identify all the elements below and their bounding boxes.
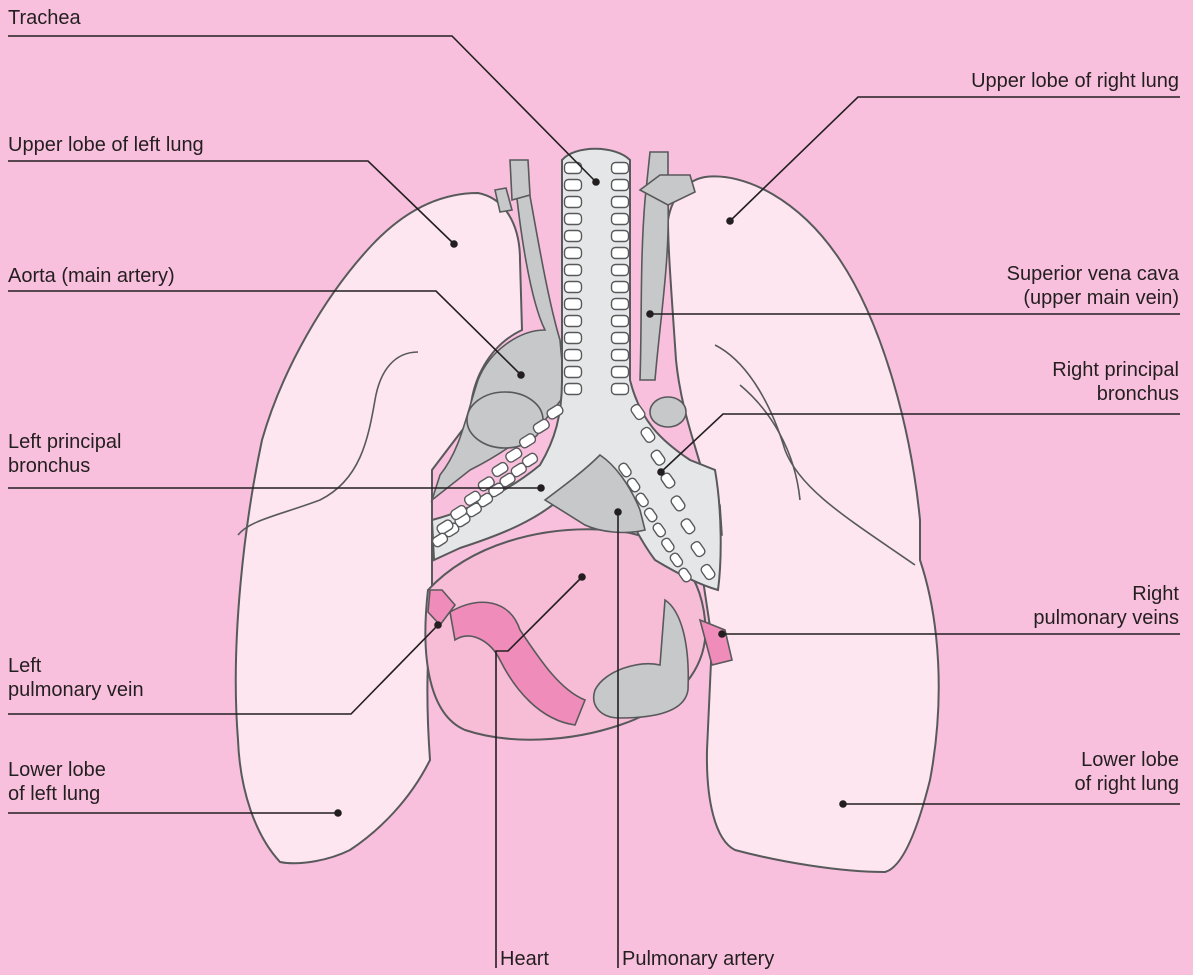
label-lower-left-line2: of left lung bbox=[8, 782, 106, 806]
label-right-bronchus-line2: bronchus bbox=[1052, 382, 1179, 406]
label-right-bronchus-line1: Right principal bbox=[1052, 358, 1179, 382]
cartilage-ring bbox=[612, 384, 629, 395]
label-left-pv-line2: pulmonary vein bbox=[8, 678, 144, 702]
label-upper-right-lung: Upper lobe of right lung bbox=[971, 69, 1179, 93]
cartilage-ring bbox=[612, 299, 629, 310]
cartilage-ring bbox=[612, 367, 629, 378]
leader-trachea bbox=[8, 36, 596, 182]
label-lower-right-lung: Lower lobe of right lung bbox=[1074, 748, 1179, 796]
label-lower-left-line1: Lower lobe bbox=[8, 758, 106, 782]
label-heart-text: Heart bbox=[500, 947, 549, 971]
cartilage-ring bbox=[612, 197, 629, 208]
label-upper-left-lung-text: Upper lobe of left lung bbox=[8, 133, 204, 157]
label-left-bronchus: Left principal bronchus bbox=[8, 430, 121, 478]
cartilage-ring bbox=[565, 350, 582, 361]
label-right-pulmonary-veins: Right pulmonary veins bbox=[1033, 582, 1179, 630]
cartilage-ring bbox=[612, 180, 629, 191]
label-right-bronchus: Right principal bronchus bbox=[1052, 358, 1179, 406]
cartilage-ring bbox=[612, 350, 629, 361]
label-left-bronchus-line1: Left principal bbox=[8, 430, 121, 454]
cartilage-ring bbox=[612, 333, 629, 344]
cartilage-ring bbox=[565, 180, 582, 191]
cartilage-ring bbox=[565, 384, 582, 395]
label-left-pulmonary-vein: Left pulmonary vein bbox=[8, 654, 144, 702]
cartilage-ring bbox=[612, 231, 629, 242]
label-lower-left-lung: Lower lobe of left lung bbox=[8, 758, 106, 806]
label-pulmonary-artery-text: Pulmonary artery bbox=[622, 947, 774, 971]
leader-upper-right-lung bbox=[730, 97, 1180, 221]
cartilage-ring bbox=[612, 316, 629, 327]
label-trachea-text: Trachea bbox=[8, 6, 81, 30]
cartilage-ring bbox=[565, 316, 582, 327]
label-upper-left-lung: Upper lobe of left lung bbox=[8, 133, 204, 157]
cartilage-ring bbox=[612, 163, 629, 174]
cartilage-ring bbox=[565, 282, 582, 293]
label-heart: Heart bbox=[500, 947, 549, 971]
cartilage-ring bbox=[612, 282, 629, 293]
cartilage-ring bbox=[565, 214, 582, 225]
label-svc-line2: (upper main vein) bbox=[1007, 286, 1179, 310]
label-left-pv-line1: Left bbox=[8, 654, 144, 678]
label-right-pv-line2: pulmonary veins bbox=[1033, 606, 1179, 630]
label-lower-right-line2: of right lung bbox=[1074, 772, 1179, 796]
cartilage-ring bbox=[565, 265, 582, 276]
label-aorta: Aorta (main artery) bbox=[8, 264, 175, 288]
right-vessel-stub bbox=[650, 397, 686, 427]
cartilage-ring bbox=[565, 248, 582, 259]
cartilage-ring bbox=[565, 231, 582, 242]
label-lower-right-line1: Lower lobe bbox=[1074, 748, 1179, 772]
label-left-bronchus-line2: bronchus bbox=[8, 454, 121, 478]
cartilage-ring bbox=[612, 214, 629, 225]
cartilage-ring bbox=[565, 197, 582, 208]
label-right-pv-line1: Right bbox=[1033, 582, 1179, 606]
label-trachea: Trachea bbox=[8, 6, 81, 30]
label-superior-vena-cava: Superior vena cava (upper main vein) bbox=[1007, 262, 1179, 310]
cartilage-ring bbox=[565, 333, 582, 344]
label-upper-right-lung-text: Upper lobe of right lung bbox=[971, 69, 1179, 93]
cartilage-ring bbox=[612, 265, 629, 276]
label-aorta-text: Aorta (main artery) bbox=[8, 264, 175, 288]
label-svc-line1: Superior vena cava bbox=[1007, 262, 1179, 286]
cartilage-ring bbox=[612, 248, 629, 259]
cartilage-ring bbox=[565, 299, 582, 310]
cartilage-ring bbox=[565, 367, 582, 378]
label-pulmonary-artery: Pulmonary artery bbox=[622, 947, 774, 971]
